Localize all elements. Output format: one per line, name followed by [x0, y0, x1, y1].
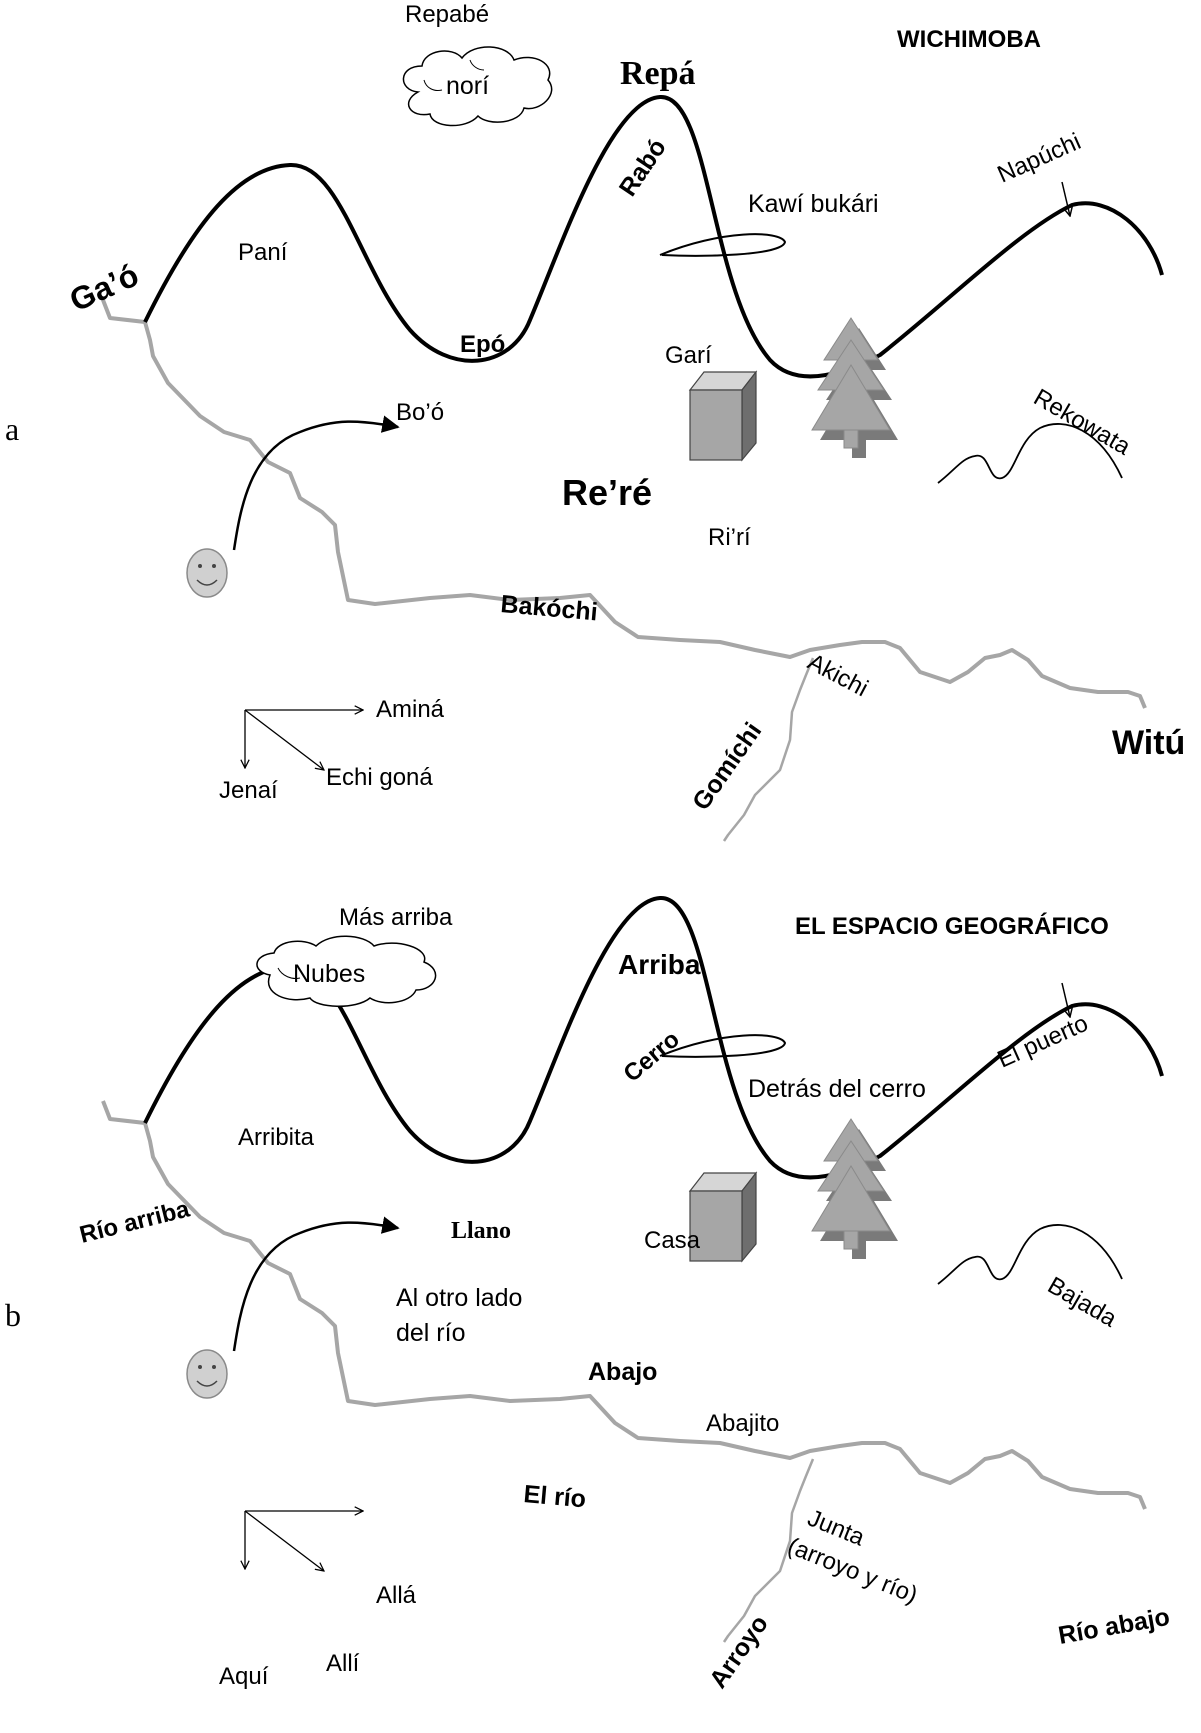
direction-far-label: Allá: [376, 1582, 417, 1609]
panel-title: WICHIMOBA: [897, 26, 1041, 53]
left-hill-label: Arribita: [238, 1124, 315, 1151]
panel-a: a WICHIMOBA Repabé norí Repá Rabó Kawí b…: [5, 1, 1185, 841]
pass-label: El puerto: [993, 1010, 1092, 1074]
upriver-label: Ga’ó: [64, 257, 144, 319]
direction-here-label: Aquí: [219, 1663, 269, 1690]
peak-label: Repá: [620, 55, 696, 92]
peak-label: Arriba: [618, 949, 701, 980]
cloud-label: norí: [446, 72, 489, 100]
below-little-label: Ri’rí: [708, 524, 751, 551]
panel-b-scene: [103, 898, 1162, 1642]
river-label: El río: [522, 1480, 587, 1513]
junction-label: Akichi: [803, 648, 872, 702]
panel-letter: a: [5, 411, 19, 447]
crossing-label-line-1: Al otro lado: [396, 1284, 522, 1312]
direction-here-label: Jenaí: [219, 777, 278, 804]
sky-label: Repabé: [405, 1, 489, 28]
plain-label: Epó: [460, 331, 505, 358]
house-label: Garí: [665, 342, 712, 369]
panel-b: b EL ESPACIO GEOGRÁFICO Más arriba Nubes…: [5, 898, 1172, 1693]
direction-there-label: Echi goná: [326, 764, 433, 791]
pass-label: Napúchi: [993, 128, 1084, 188]
plain-label: Llano: [451, 1218, 511, 1244]
sky-label: Más arriba: [339, 904, 453, 931]
downriver-label: Witú: [1112, 724, 1185, 762]
cloud-label: Nubes: [293, 960, 365, 988]
downriver-label: Río abajo: [1056, 1603, 1172, 1650]
panel-a-scene: [103, 97, 1162, 841]
slope-label: Rabó: [614, 134, 672, 201]
behind-hill-label: Kawí bukári: [748, 190, 879, 218]
creek-label: Gomíchi: [687, 717, 767, 815]
crossing-label-line-2: del río: [396, 1319, 465, 1347]
house-label: Casa: [644, 1227, 701, 1254]
descent-label: Bajada: [1043, 1272, 1122, 1333]
descent-label: Rekowata: [1029, 384, 1135, 461]
below-label: Abajo: [588, 1358, 657, 1386]
crossing-label: Bo’ó: [396, 399, 444, 426]
panel-letter: b: [5, 1297, 21, 1333]
below-little-label: Abajito: [706, 1410, 779, 1437]
behind-hill-label: Detrás del cerro: [748, 1075, 926, 1103]
panel-title: EL ESPACIO GEOGRÁFICO: [795, 912, 1109, 940]
upriver-label: Río arriba: [77, 1195, 193, 1248]
left-hill-label: Paní: [238, 239, 288, 266]
below-label: Re’ré: [562, 472, 652, 513]
direction-there-label: Allí: [326, 1650, 360, 1677]
direction-far-label: Aminá: [376, 696, 445, 723]
